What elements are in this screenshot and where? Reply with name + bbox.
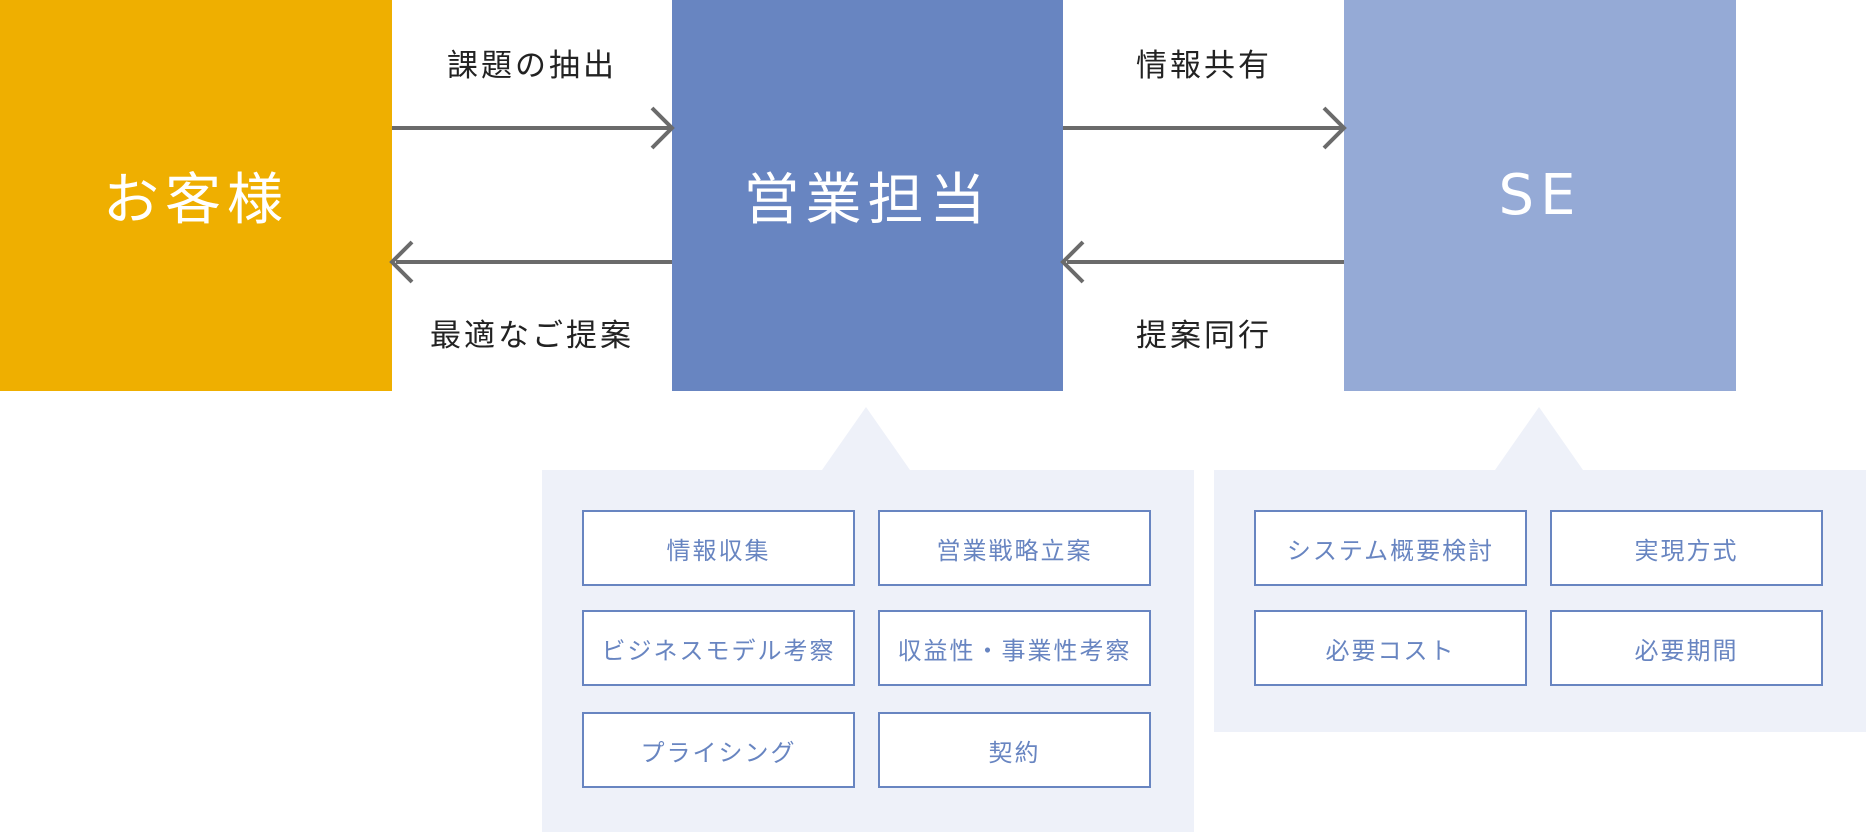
- sales-task-item: プライシング: [582, 712, 855, 788]
- sales-task-item: 営業戦略立案: [878, 510, 1151, 586]
- flow-label-issue-extraction: 課題の抽出: [447, 48, 617, 84]
- sales-tasks-panel: 情報収集 営業戦略立案 ビジネスモデル考察 収益性・事業性考察 プライシング 契…: [542, 470, 1194, 832]
- arrowhead-se-to-sales: [1060, 240, 1085, 284]
- customer-box: お客様: [0, 0, 392, 391]
- flow-label-proposal-accompany: 提案同行: [1136, 318, 1272, 354]
- sales-panel-pointer: [822, 407, 910, 470]
- se-tasks-panel: システム概要検討 実現方式 必要コスト 必要期間: [1214, 470, 1866, 732]
- flow-label-optimal-proposal: 最適なご提案: [430, 318, 634, 354]
- se-box: SE: [1344, 0, 1736, 391]
- arrowhead-sales-to-se: [1322, 106, 1347, 150]
- sales-rep-label: 営業担当: [743, 168, 992, 233]
- se-panel-pointer: [1495, 407, 1583, 470]
- customer-label: お客様: [103, 168, 289, 233]
- sales-task-item: 契約: [878, 712, 1151, 788]
- se-label: SE: [1498, 163, 1582, 228]
- sales-rep-box: 営業担当: [672, 0, 1063, 391]
- flow-label-info-sharing: 情報共有: [1136, 48, 1272, 84]
- se-task-item: 実現方式: [1550, 510, 1823, 586]
- arrowhead-customer-to-sales: [650, 106, 675, 150]
- sales-task-item: ビジネスモデル考察: [582, 610, 855, 686]
- arrowhead-sales-to-customer: [389, 240, 414, 284]
- sales-task-item: 収益性・事業性考察: [878, 610, 1151, 686]
- sales-task-item: 情報収集: [582, 510, 855, 586]
- se-task-item: 必要コスト: [1254, 610, 1527, 686]
- se-task-item: 必要期間: [1550, 610, 1823, 686]
- se-task-item: システム概要検討: [1254, 510, 1527, 586]
